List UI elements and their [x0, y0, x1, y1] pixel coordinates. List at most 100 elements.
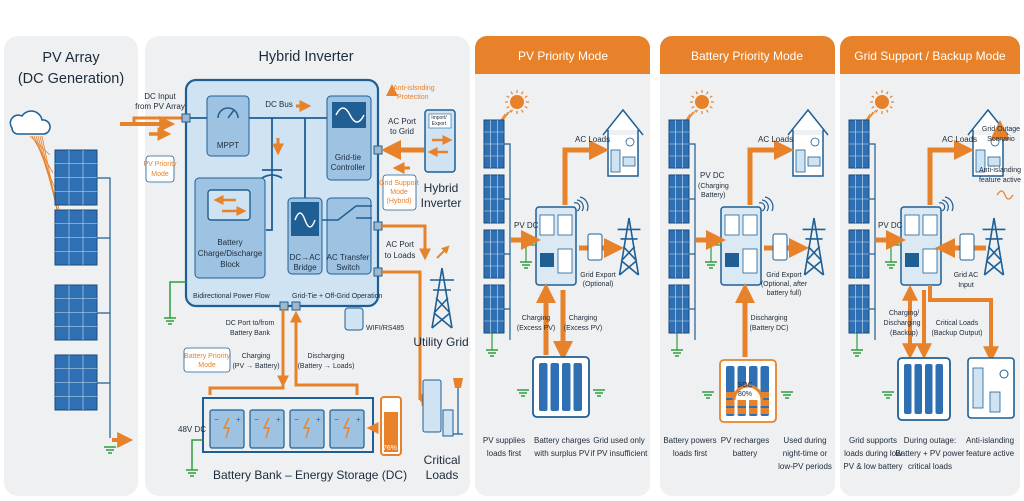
- ground-wire: [191, 439, 203, 470]
- pv-mode-pv-dc: PV DC: [514, 221, 539, 230]
- anti-islanding-label: Anti-islsnding: [393, 85, 435, 92]
- bat-caption-3b: night-time or: [783, 449, 828, 458]
- sun-disc: [695, 95, 709, 109]
- dc-ac-label: DC→AC: [290, 253, 321, 262]
- grid-tie-label-2: Controller: [331, 163, 366, 172]
- import-export-label-2: Export: [432, 121, 447, 127]
- hybrid-inverter-label: Hybrid: [424, 181, 459, 195]
- solar-panel-icon: [668, 229, 690, 279]
- dc-ac-block: [922, 248, 938, 274]
- battery-cell: [914, 364, 922, 414]
- ground-lines: [517, 389, 529, 397]
- battery-cell: [573, 363, 582, 411]
- bidirectional-label: Bidirectional Power Flow: [193, 293, 271, 300]
- grid-caption-2: During outage:: [904, 436, 956, 445]
- bat-mode-pv-dc: PV DC: [700, 171, 725, 180]
- charging-label-2: (PV → Battery): [232, 363, 279, 370]
- plus-terminal: +: [276, 415, 281, 424]
- mini-inverter-icon: [720, 196, 774, 286]
- mode-diagram: [483, 90, 644, 418]
- battery-bank-title: Battery Bank – Energy Storage (DC): [213, 468, 407, 482]
- battery-cell-charge: [749, 400, 758, 406]
- dc-input-port: [181, 113, 191, 123]
- wifi-signal-icon: [761, 199, 769, 212]
- bat-caption-2b: battery: [733, 449, 757, 458]
- tower-lines: [430, 267, 454, 329]
- sun-ray: [709, 105, 713, 109]
- grid-caption-1: Grid supports: [849, 436, 897, 445]
- battery-block-label-2: Charge/Discharge: [198, 249, 263, 258]
- mppt-block: [904, 214, 920, 236]
- wifi-signal-icon: [944, 196, 954, 212]
- battery-cell-charge: [760, 400, 769, 406]
- bat-caption-1b: loads first: [673, 449, 708, 458]
- ground-icon: [104, 446, 116, 454]
- solar-panel-icon: [848, 119, 870, 169]
- ground-lines: [593, 389, 605, 397]
- grid-mode-anti-2: feature active: [979, 177, 1021, 184]
- ac-loads-arrow: [562, 140, 609, 205]
- grid-mode-flow: Charging/: [889, 310, 919, 317]
- capacitor-icon: [261, 169, 283, 179]
- dc-port-label: DC Port to/from: [226, 320, 275, 327]
- solar-panel-icon: [668, 284, 690, 334]
- sun-disc: [875, 95, 889, 109]
- pv-string-wire: [869, 143, 876, 340]
- solar-panel-icon: [483, 174, 505, 224]
- ground-icon: [781, 391, 793, 399]
- battery-pack-icon: [532, 356, 590, 418]
- critical-loads-arrow: [928, 285, 999, 363]
- warning-icon: [386, 84, 398, 96]
- sine-wave-icon: [335, 107, 365, 123]
- inverter-title: Hybrid Inverter: [258, 49, 353, 65]
- solar-panel-icon: [54, 209, 98, 266]
- plus-terminal: +: [356, 415, 361, 424]
- pc-tower-icon: [442, 409, 454, 437]
- inverter-graphic: −+−+−+−+: [126, 78, 463, 477]
- breaker-panel-icon: [972, 367, 984, 409]
- lamp-icon: [453, 388, 463, 435]
- sine-icon-bg: [332, 102, 366, 128]
- operation-label: Grid-Tie + Off-Grid Operation: [292, 293, 383, 300]
- bat-mode-pv-dc-2: (Charging: [698, 183, 729, 190]
- solar-panel-icon: [483, 284, 505, 334]
- sun-ray: [510, 91, 514, 95]
- ground-lines: [104, 446, 116, 454]
- sun-disc: [510, 95, 524, 109]
- bat-caption-1: Battery powers: [663, 436, 716, 445]
- pv-mode-ac-loads: AC Loads: [575, 135, 610, 144]
- plus-terminal: +: [316, 415, 321, 424]
- mppt-label: MPPT: [217, 141, 239, 150]
- ground-icon: [517, 389, 529, 397]
- battery-block-label: Battery: [217, 238, 242, 247]
- dc-ac-block: [742, 248, 758, 274]
- ac-grid-label: AC Port: [388, 117, 417, 126]
- import-export-label: Import/: [431, 115, 447, 121]
- transfer-label-2: Switch: [336, 263, 360, 272]
- utility-grid-label: Utility Grid: [413, 335, 468, 349]
- minus-terminal: −: [214, 415, 219, 424]
- transfer-switch-icon: [322, 205, 372, 221]
- battery-priority-text-2: Mode: [198, 362, 216, 369]
- battery-cell: [935, 364, 943, 414]
- sun-ray: [871, 95, 875, 99]
- dc-ac-label-2: Bridge: [293, 263, 317, 272]
- sun-ray: [875, 91, 879, 95]
- sun-ray: [875, 109, 879, 113]
- wifi-signal-icon: [938, 202, 946, 212]
- bat-mode-grid-2: (Optional, after: [761, 281, 808, 288]
- pv-mode-grid: Grid Export: [580, 272, 615, 279]
- pv-priority-callout: [145, 155, 175, 183]
- battery-priority-text: Battery Priority: [184, 353, 230, 360]
- sun-ray: [524, 105, 528, 109]
- solar-panel-icon: [848, 284, 870, 334]
- pv-caption-2: Battery charges: [534, 436, 590, 445]
- pv-caption-3b: if PV insufficient: [591, 449, 649, 458]
- battery-block: [540, 253, 554, 267]
- grid-meter-icon: [959, 233, 975, 261]
- sun-ray: [506, 105, 510, 109]
- wifi-signal-icon: [579, 196, 589, 212]
- dc-input-label-2: from PV Array: [135, 102, 185, 111]
- grid-mode-critical: Critical Loads: [936, 320, 979, 327]
